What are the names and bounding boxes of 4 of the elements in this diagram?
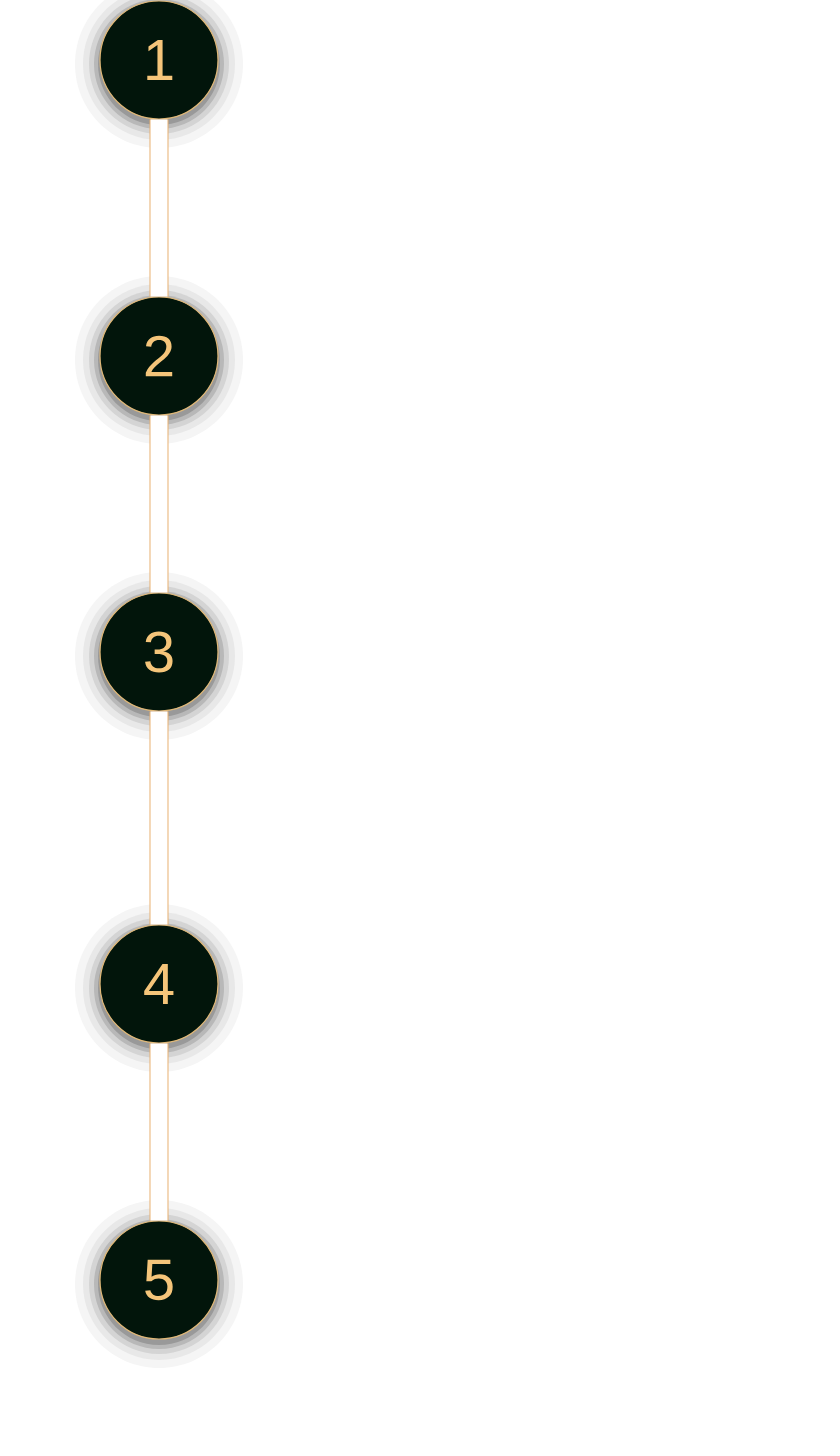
double-line <box>149 1043 169 1221</box>
double-line <box>149 119 169 297</box>
double-line <box>149 415 169 593</box>
double-line <box>149 711 169 925</box>
